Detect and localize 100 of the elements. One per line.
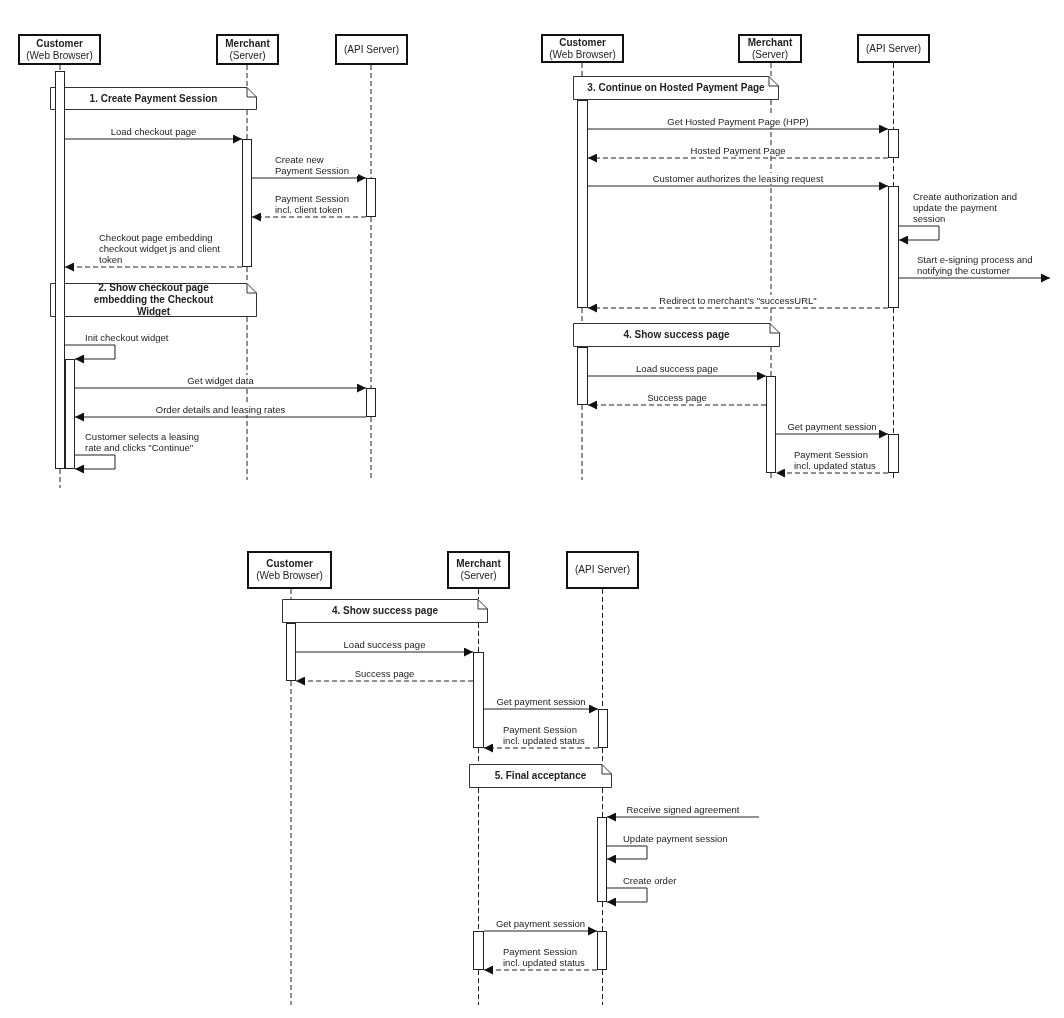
activation-bar (597, 817, 607, 902)
message-arrow (587, 371, 767, 381)
lifeline (478, 969, 479, 1006)
return-arrow (587, 303, 889, 313)
lifeline (581, 307, 583, 324)
edge-label: Success page (646, 392, 708, 403)
activation-bar (55, 71, 65, 469)
lifeline (893, 472, 894, 481)
note-box (50, 283, 257, 317)
lifeline (59, 64, 61, 72)
self-message-arrow (74, 454, 116, 474)
lifeline (893, 307, 894, 435)
activation-bar (473, 652, 484, 748)
message-arrow (606, 812, 760, 822)
edge-label: Update payment session (622, 833, 729, 844)
message-arrow (483, 704, 599, 714)
edge-label: Redirect to merchant's "successURL" (658, 295, 818, 306)
note-title: 3. Continue on Hosted Payment Page (587, 82, 765, 94)
message-arrow (74, 383, 367, 393)
lifeline (478, 622, 479, 653)
activation-bar (577, 347, 588, 405)
edge-label: Get payment session (495, 696, 587, 707)
lifeline (602, 787, 603, 818)
participant-name: Merchant (225, 37, 270, 50)
lifeline (478, 588, 479, 600)
message-arrow (64, 134, 243, 144)
edge-label: Get payment session (786, 421, 878, 432)
edge-label: Create order (622, 875, 678, 886)
activation-bar (598, 709, 608, 748)
lifeline (370, 416, 372, 481)
lifeline (478, 787, 479, 932)
edge-label: Customer authorizes the leasing request (651, 173, 825, 184)
activation-bar (888, 186, 899, 308)
note-title: 2. Show checkout page embedding the Checkout Widget (92, 282, 215, 318)
message-arrow (775, 429, 889, 439)
lifeline (770, 346, 772, 377)
activation-bar (577, 100, 588, 308)
note-box (573, 323, 780, 347)
participant-role: (Server) (751, 48, 789, 61)
lifeline (581, 404, 583, 481)
lifeline (893, 157, 894, 187)
participant-name: Customer (559, 36, 606, 49)
activation-bar (766, 376, 776, 473)
message-arrow (898, 273, 1051, 283)
activation-bar (366, 178, 376, 217)
lifeline (370, 216, 372, 389)
message-arrow (587, 181, 889, 191)
lifeline (370, 64, 372, 179)
note-box (573, 76, 779, 100)
participant-box (566, 551, 639, 589)
edge-label: Hosted Payment Page (689, 145, 787, 156)
message-arrow (74, 412, 367, 422)
activation-bar (242, 139, 252, 267)
participant-role: (API Server) (866, 42, 921, 55)
activation-bar (473, 931, 484, 970)
participant-role: (Server) (460, 570, 497, 582)
activation-bar (286, 623, 296, 681)
edge-label: Payment Session incl. updated status (502, 946, 586, 968)
message-arrow (251, 173, 367, 183)
edge-label: Get Hosted Payment Page (HPP) (666, 116, 810, 127)
participant-box (738, 34, 802, 63)
note-title: 1. Create Payment Session (89, 92, 218, 105)
lifeline (246, 64, 248, 88)
edge-label: Load success page (342, 639, 427, 650)
participant-box (541, 34, 624, 63)
activation-bar (888, 434, 899, 473)
edge-label: Payment Session incl. updated status (793, 449, 877, 471)
note-box (50, 87, 257, 110)
edge-label: Order details and leasing rates (154, 404, 287, 415)
participant-role: (API Server) (344, 43, 399, 56)
lifeline (770, 62, 772, 77)
lifeline (290, 588, 292, 600)
self-message-arrow (64, 344, 116, 364)
participant-role: (API Server) (575, 564, 630, 576)
participant-name: Merchant (747, 36, 793, 49)
lifeline (893, 62, 894, 130)
note-box (469, 764, 612, 788)
participant-box (18, 34, 101, 65)
activation-bar (65, 359, 75, 469)
lifeline (246, 316, 248, 481)
activation-bar (597, 931, 607, 970)
note-title: 4. Show success page (623, 329, 730, 341)
message-arrow (587, 124, 889, 134)
edge-label: Success page (353, 668, 416, 679)
edge-label: Receive signed agreement (625, 804, 741, 815)
lifeline (602, 969, 603, 1006)
edge-label: Checkout page embedding checkout widget js and client token (98, 232, 223, 265)
edge-label: Load success page (635, 363, 719, 374)
participant-role: (Server) (229, 49, 266, 62)
lifeline (59, 468, 61, 489)
participant-role: (Web Browser) (256, 570, 323, 582)
return-arrow (775, 468, 889, 478)
note-title: 5. Final acceptance (494, 770, 587, 782)
participant-box (216, 34, 279, 65)
participant-name: Customer (36, 37, 83, 50)
participant-name: Customer (266, 558, 313, 570)
edge-label: Init checkout widget (84, 332, 170, 343)
participant-box (857, 34, 930, 63)
edge-label: Payment Session incl. updated status (502, 724, 586, 746)
self-message-arrow (898, 225, 940, 245)
